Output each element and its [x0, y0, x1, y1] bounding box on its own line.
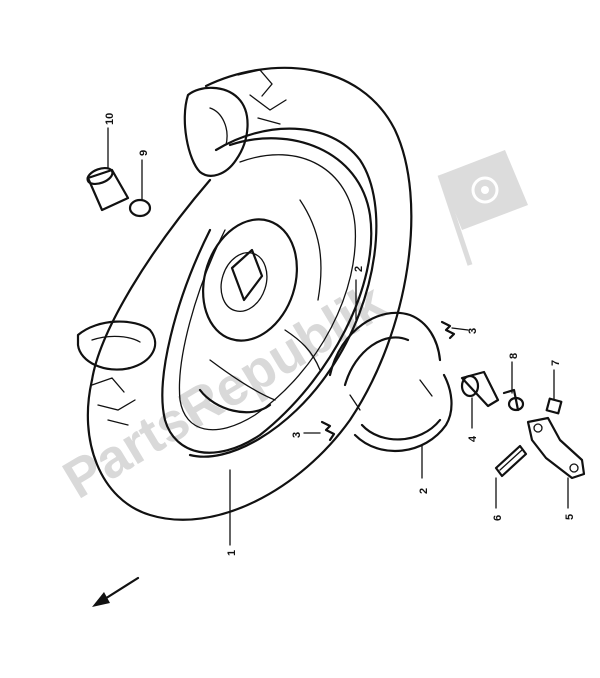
- callout-6: 6: [492, 515, 504, 521]
- callout-2-upper: 2: [353, 266, 365, 272]
- washer: [502, 388, 525, 412]
- callout-3-left: 3: [291, 432, 303, 438]
- watermark: PartsRepublik: [53, 150, 528, 510]
- brake-shoe: [328, 311, 453, 453]
- springs: [320, 320, 456, 442]
- callout-7: 7: [550, 360, 562, 366]
- callout-labels: 1 2 2 3 3 4 5 6 7 8 9 10: [104, 113, 576, 556]
- brake-cam: [460, 370, 500, 408]
- nut: [545, 397, 563, 415]
- brake-lever: [526, 416, 586, 480]
- seal-ring: [128, 198, 152, 218]
- callout-1: 1: [226, 550, 238, 556]
- callout-8: 8: [508, 353, 520, 359]
- callout-9: 9: [138, 150, 150, 156]
- arrow-down-left-icon: [92, 576, 140, 607]
- callout-10: 10: [104, 113, 116, 125]
- leader-lines: [107, 127, 569, 546]
- callout-3-right: 3: [467, 328, 479, 334]
- wheel-assembly: [76, 66, 413, 521]
- callout-2-lower: 2: [418, 488, 430, 494]
- bolt: [494, 444, 528, 478]
- gear-flag-icon: [437, 150, 528, 266]
- callout-5: 5: [564, 514, 576, 520]
- callout-4: 4: [467, 435, 479, 442]
- watermark-text: PartsRepublik: [53, 271, 396, 510]
- bearing: [86, 166, 130, 212]
